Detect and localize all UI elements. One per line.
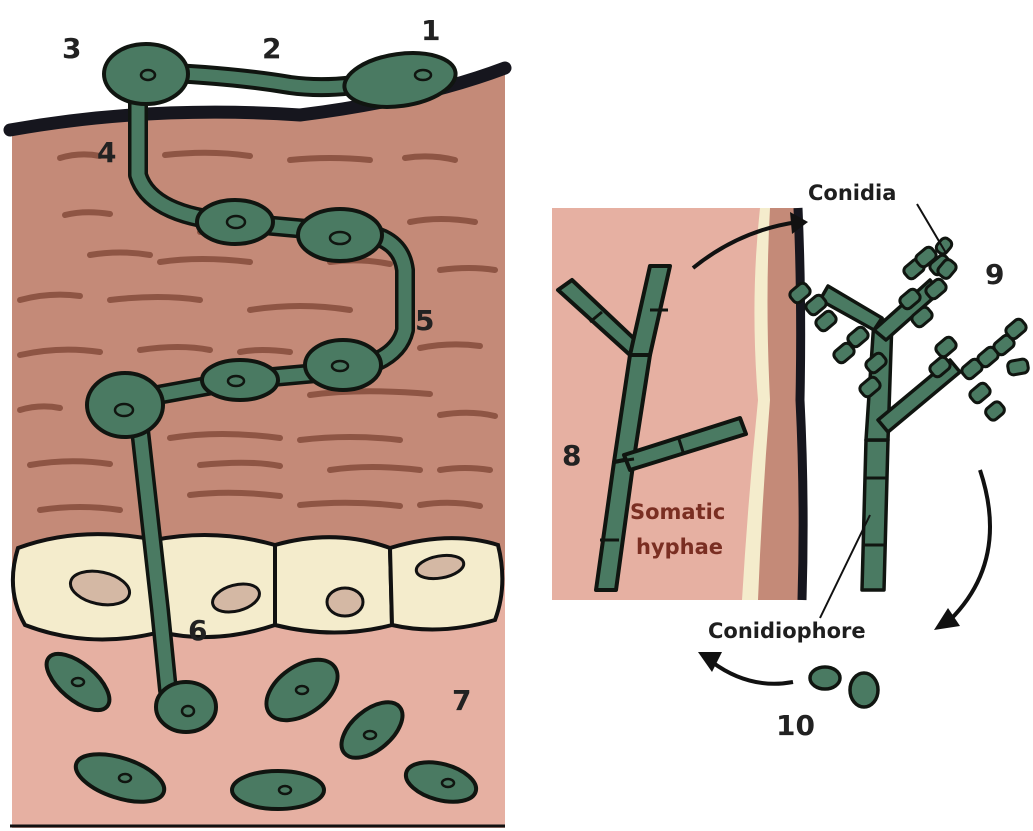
conidium bbox=[1007, 358, 1029, 375]
return-arrow bbox=[712, 662, 793, 684]
conidium bbox=[984, 400, 1007, 422]
host-tissue-section: 1 2 3 4 5 6 7 bbox=[10, 14, 505, 828]
stage-number-1: 1 bbox=[421, 14, 440, 47]
stage-number-3: 3 bbox=[62, 32, 81, 65]
label-somatic-hyphae-line2: hyphae bbox=[636, 535, 723, 559]
stage-number-10: 10 bbox=[776, 709, 815, 742]
cell-nucleus bbox=[327, 588, 363, 616]
conidia-pointer bbox=[917, 204, 946, 253]
dispersal-arrow bbox=[950, 470, 990, 620]
epidermal-cell bbox=[155, 535, 275, 637]
stage-number-2: 2 bbox=[262, 32, 281, 65]
conidiophore bbox=[820, 280, 960, 590]
stage-number-5: 5 bbox=[415, 304, 434, 337]
spore-nucleus bbox=[415, 70, 431, 80]
stage-number-8: 8 bbox=[562, 439, 581, 472]
released-conidium bbox=[810, 667, 840, 689]
stage-number-7: 7 bbox=[452, 684, 471, 717]
conidium bbox=[934, 335, 958, 359]
label-conidiophore: Conidiophore bbox=[708, 619, 866, 643]
return-arrow-head bbox=[698, 652, 722, 672]
released-conidium bbox=[850, 673, 878, 707]
stage-number-6: 6 bbox=[188, 614, 207, 647]
epidermal-cell bbox=[390, 538, 502, 629]
conidium bbox=[968, 381, 992, 405]
appressorium-nucleus bbox=[141, 70, 155, 80]
inset-cuticle bbox=[798, 208, 803, 600]
inset-panel: Conidia Somatic hyphae Conidiophore 8 9 … bbox=[552, 181, 1029, 742]
label-conidia: Conidia bbox=[808, 181, 896, 205]
epidermal-cell bbox=[275, 537, 392, 632]
stage-number-9: 9 bbox=[985, 258, 1004, 291]
stage-number-4: 4 bbox=[97, 136, 116, 169]
label-somatic-hyphae-line1: Somatic bbox=[630, 500, 725, 524]
